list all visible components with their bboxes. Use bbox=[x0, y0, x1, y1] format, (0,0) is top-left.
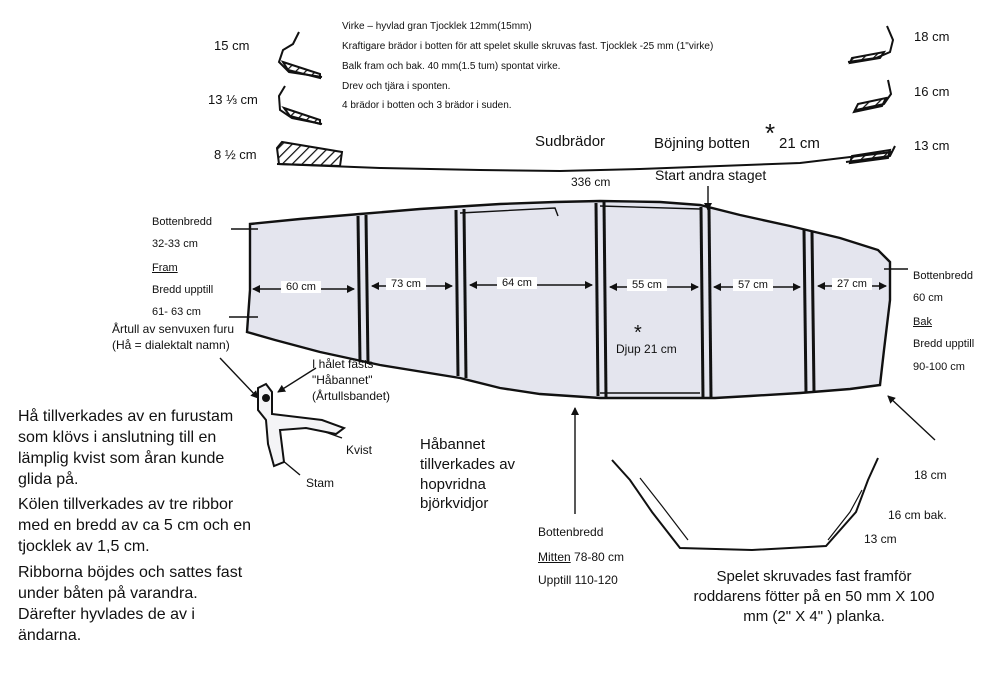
profile-left-brackets bbox=[275, 31, 344, 168]
mitten-word: Mitten bbox=[538, 550, 571, 564]
profile-right-18: 18 cm bbox=[914, 29, 950, 44]
spec-line-2: Kraftigare brädor i botten för att spele… bbox=[342, 41, 714, 52]
mitten-value: 78-80 cm bbox=[574, 550, 625, 564]
profile-left-8: 8 ½ cm bbox=[214, 147, 257, 162]
profile-right-13: 13 cm bbox=[914, 138, 950, 153]
section-label-2: 73 cm bbox=[386, 278, 426, 290]
fram-bredd-value: 61- 63 cm bbox=[152, 306, 201, 318]
profile-left-15: 15 cm bbox=[214, 38, 250, 53]
spel-inner-line bbox=[639, 477, 863, 541]
artull-hal-label: I hålet fästs "Håbannet" (Årtullsbandet) bbox=[312, 357, 391, 403]
profile-left-13: 13 ⅓ cm bbox=[208, 92, 258, 107]
hull-plank-line bbox=[459, 205, 701, 394]
stam-label: Stam bbox=[306, 476, 335, 490]
hull-outline bbox=[245, 199, 892, 400]
description-paragraph-3: Ribborna böjdes och sattes fast under bå… bbox=[18, 564, 243, 645]
spel-dim-13: 13 cm bbox=[864, 532, 897, 546]
spec-line-4: Drev och tjära i sponten. bbox=[342, 81, 451, 92]
bak-bredd-upptill: Bredd upptill bbox=[913, 338, 975, 350]
bak-bottenbredd-value: 60 cm bbox=[913, 292, 943, 304]
mitten-width: Mitten 78-80 cm bbox=[538, 550, 624, 564]
artull-drawing bbox=[257, 382, 347, 468]
spec-line-1: Virke – hyvlad gran Tjocklek 12mm(15mm) bbox=[342, 21, 532, 32]
spel-text: Spelet skruvades fast framför roddarens … bbox=[693, 568, 935, 625]
fram-bottenbredd-value: 32-33 cm bbox=[152, 238, 198, 250]
hull-frames bbox=[356, 201, 816, 399]
description-paragraph-1: Hå tillverkades av en furustam som klövs… bbox=[18, 408, 234, 489]
bojning-label: Böjning botten bbox=[654, 135, 750, 152]
profile-right-brackets bbox=[845, 25, 896, 165]
fram-bottenbredd: Bottenbredd bbox=[152, 216, 212, 228]
description-paragraph-2: Kölen tillverkades av tre ribbor med en … bbox=[18, 496, 252, 556]
spel-dim-16: 16 cm bak. bbox=[888, 508, 947, 522]
djup-star: * bbox=[634, 322, 642, 344]
spec-line-3: Balk fram och bak. 40 mm(1.5 tum) sponta… bbox=[342, 61, 561, 72]
profile-right-16: 16 cm bbox=[914, 84, 950, 99]
fram-bredd-upptill: Bredd upptill bbox=[152, 284, 214, 296]
bottom-curve-line bbox=[276, 151, 893, 173]
section-label-4: 55 cm bbox=[627, 279, 667, 291]
spec-line-5: 4 brädor i botten och 3 brädor i suden. bbox=[342, 100, 512, 111]
habannet-text: Håbannet tillverkades av hopvridna björk… bbox=[420, 436, 516, 513]
spel-outline bbox=[611, 457, 879, 552]
djup-label: Djup 21 cm bbox=[616, 342, 677, 356]
section-label-6: 27 cm bbox=[832, 278, 872, 290]
start-andra-staget: Start andra staget bbox=[655, 167, 767, 183]
kvist-label: Kvist bbox=[346, 443, 373, 457]
sudbrador-label: Sudbrädor bbox=[535, 133, 606, 150]
bojning-star: * bbox=[765, 118, 776, 148]
bak-bottenbredd: Bottenbredd bbox=[913, 270, 973, 282]
mitten-upptill: Upptill 110-120 bbox=[538, 573, 618, 587]
bak-bredd-value: 90-100 cm bbox=[913, 361, 965, 373]
length-label: 336 cm bbox=[571, 175, 611, 189]
artull-label: Årtull av senvuxen furu (Hå = dialektalt… bbox=[112, 322, 235, 352]
bojning-value: 21 cm bbox=[779, 135, 820, 152]
mitten-bottenbredd: Bottenbredd bbox=[538, 525, 604, 539]
fram-heading: Fram bbox=[152, 262, 178, 274]
section-label-5: 57 cm bbox=[733, 279, 773, 291]
spel-dim-18: 18 cm bbox=[914, 468, 947, 482]
section-label-3: 64 cm bbox=[497, 277, 537, 289]
section-label-1: 60 cm bbox=[281, 281, 321, 293]
bak-heading: Bak bbox=[913, 316, 932, 328]
